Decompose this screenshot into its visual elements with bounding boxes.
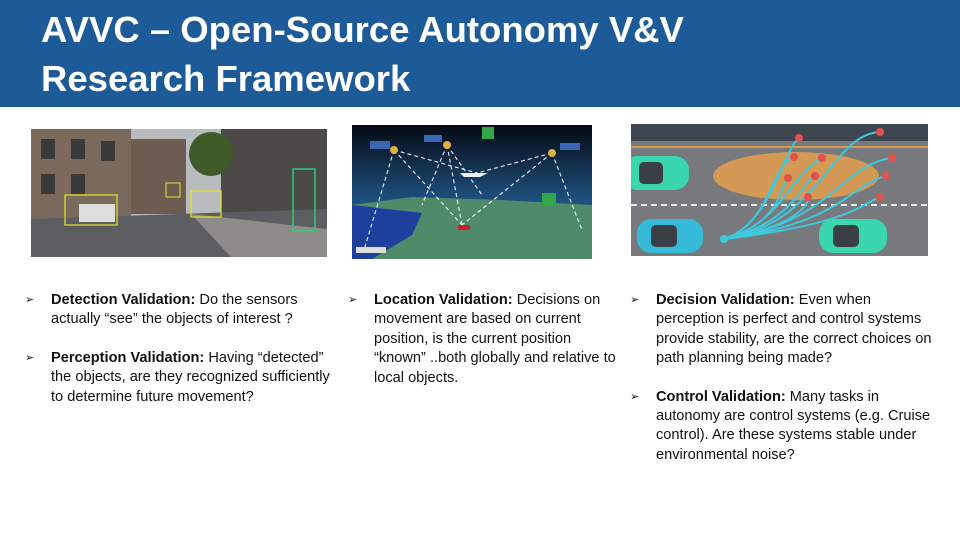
- path-planning-image: [631, 124, 928, 256]
- bullet-text: Having “detected” the objects, are they …: [51, 349, 330, 405]
- bullet-location-validation: ➢ Location Validation: Decisions on move…: [348, 291, 616, 388]
- bullet-label: Location Validation:: [374, 292, 513, 308]
- arrow-bullet-icon: ➢: [630, 390, 640, 403]
- arrow-bullet-icon: ➢: [25, 294, 35, 306]
- bullet-label: Detection Validation:: [51, 292, 196, 308]
- text-column-1: ➢ Detection Validation: Do the sensors a…: [25, 291, 335, 426]
- title-bar: AVVC – Open-Source Autonomy V&V Research…: [0, 0, 960, 107]
- bullet-perception-validation: ➢ Perception Validation: Having “detecte…: [25, 349, 335, 407]
- arrow-bullet-icon: ➢: [630, 294, 640, 306]
- text-column-3: ➢ Decision Validation: Even when percept…: [630, 291, 940, 484]
- bullet-label: Perception Validation:: [51, 349, 205, 366]
- bullet-text: Even when perception is perfect and cont…: [656, 292, 932, 367]
- arrow-bullet-icon: ➢: [25, 351, 35, 364]
- text-column-2: ➢ Location Validation: Decisions on move…: [348, 291, 616, 407]
- bullet-label: Decision Validation:: [656, 292, 795, 308]
- street-detection-image: [31, 129, 327, 257]
- bullet-label: Control Validation:: [656, 388, 786, 405]
- bullet-control-validation: ➢ Control Validation: Many tasks in auto…: [630, 388, 940, 466]
- bullet-text: Many tasks in autonomy are control syste…: [656, 388, 931, 463]
- bullet-detection-validation: ➢ Detection Validation: Do the sensors a…: [25, 291, 335, 330]
- title-line-1: AVVC – Open-Source Autonomy V&V: [41, 9, 684, 50]
- bullet-text: Decisions on movement are based on curre…: [374, 292, 616, 386]
- arrow-bullet-icon: ➢: [348, 294, 358, 306]
- bullet-decision-validation: ➢ Decision Validation: Even when percept…: [630, 291, 940, 369]
- title-line-2: Research Framework: [41, 58, 411, 99]
- satellite-navigation-image: [352, 125, 592, 259]
- bullet-text: Do the sensors actually “see” the object…: [51, 292, 298, 328]
- slide-title: AVVC – Open-Source Autonomy V&V Research…: [41, 5, 684, 103]
